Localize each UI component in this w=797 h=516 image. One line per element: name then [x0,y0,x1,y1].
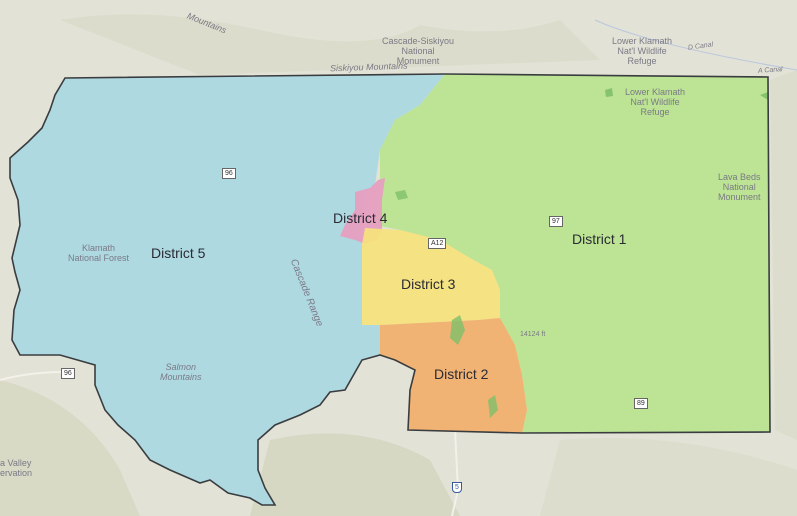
district-3-area[interactable] [362,228,500,325]
lower-klamath-top-label: Lower Klamath Nat'l Wildlife Refuge [612,36,673,66]
district-3-label: District 3 [401,276,456,292]
district-5-area[interactable] [10,74,445,505]
klamath-national-forest-label: Klamath National Forest [68,243,130,263]
interstate-5-shield: 5 [452,482,462,493]
district-1-label: District 1 [572,231,627,247]
route-96-shield: 96 [222,168,236,179]
cascade-siskiyou-label: Cascade-Siskiyou National Monument [382,36,455,66]
lower-klamath-inner-label: Lower Klamath Nat'l Wildlife Refuge [625,87,686,117]
district-4-area[interactable] [340,178,385,244]
lava-beds-label: Lava Beds National Monument [718,172,761,202]
county-boundary [9,73,771,506]
canal-right-label: A Canal [757,66,783,75]
district-2-label: District 2 [434,366,489,382]
district-1-area[interactable] [375,74,770,433]
route-97-shield: 97 [549,216,563,227]
route-a12-shield: A12 [428,238,447,249]
salmon-mountains-label: Salmon Mountains [160,362,202,382]
district-5-label: District 5 [151,245,206,261]
elevation-label: 14124 ft [520,331,546,338]
route-96-shield-south: 96 [61,368,75,379]
valley-reservation-label: a Valley ervation [0,458,33,478]
route-89-shield: 89 [634,398,648,409]
district-4-label: District 4 [333,210,388,226]
